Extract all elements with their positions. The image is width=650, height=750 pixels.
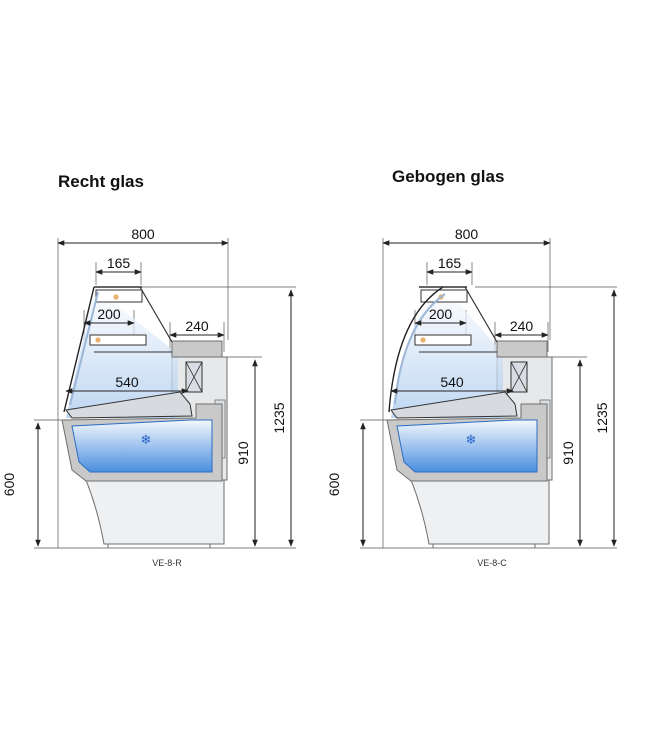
deck-plate: [65, 391, 193, 419]
snowflake-icon: ❄: [141, 433, 152, 448]
dim-counter-height-label: 910: [560, 441, 576, 465]
chilled-well: [71, 419, 213, 473]
chilled-well: [396, 419, 538, 473]
cabinet-base: [85, 479, 225, 545]
lower-shelf: [414, 334, 472, 346]
dim-shelf-top-label: 165: [438, 255, 462, 271]
deck-plate: [390, 391, 518, 419]
dim-shelf-lower-label: 200: [97, 306, 121, 322]
variant-title: Recht glas: [58, 172, 144, 191]
top-shelf: [95, 289, 143, 303]
dim-deck-depth-label: 540: [440, 374, 464, 390]
glass-reflection: [69, 291, 99, 406]
dim-total-height-label: 1235: [594, 402, 610, 433]
model-label: VE-8-R: [152, 558, 182, 568]
front-glass: [388, 286, 444, 413]
dim-counter-height-label: 910: [235, 441, 251, 465]
cabinet-base: [410, 479, 550, 545]
dim-shelf-lower-label: 200: [429, 306, 453, 322]
evaporator-hatch: [185, 361, 203, 393]
top-counter: [171, 340, 223, 358]
model-label: VE-8-C: [477, 558, 507, 568]
lamp-icon: [420, 337, 426, 343]
snowflake-icon: ❄: [466, 433, 477, 448]
lamp-icon: [95, 337, 101, 343]
dim-front-height-label: 600: [326, 473, 342, 497]
dim-deck-depth-label: 540: [115, 374, 139, 390]
top-counter: [496, 340, 548, 358]
dim-top-depth-label: 240: [510, 318, 534, 334]
dim-shelf-top-label: 165: [107, 255, 131, 271]
dim-total-height-label: 1235: [271, 402, 287, 433]
shelf-support: [464, 286, 498, 343]
lamp-icon: [113, 294, 119, 300]
dim-top-depth-label: 240: [185, 318, 209, 334]
dim-front-height-label: 600: [1, 473, 17, 497]
top-shelf: [420, 289, 468, 303]
lower-shelf: [89, 334, 147, 346]
variant-title: Gebogen glas: [392, 167, 505, 186]
shelf-support: [139, 286, 173, 343]
dim-overall-width-label: 800: [131, 226, 155, 242]
evaporator-hatch: [510, 361, 528, 393]
dim-overall-width-label: 800: [455, 226, 479, 242]
